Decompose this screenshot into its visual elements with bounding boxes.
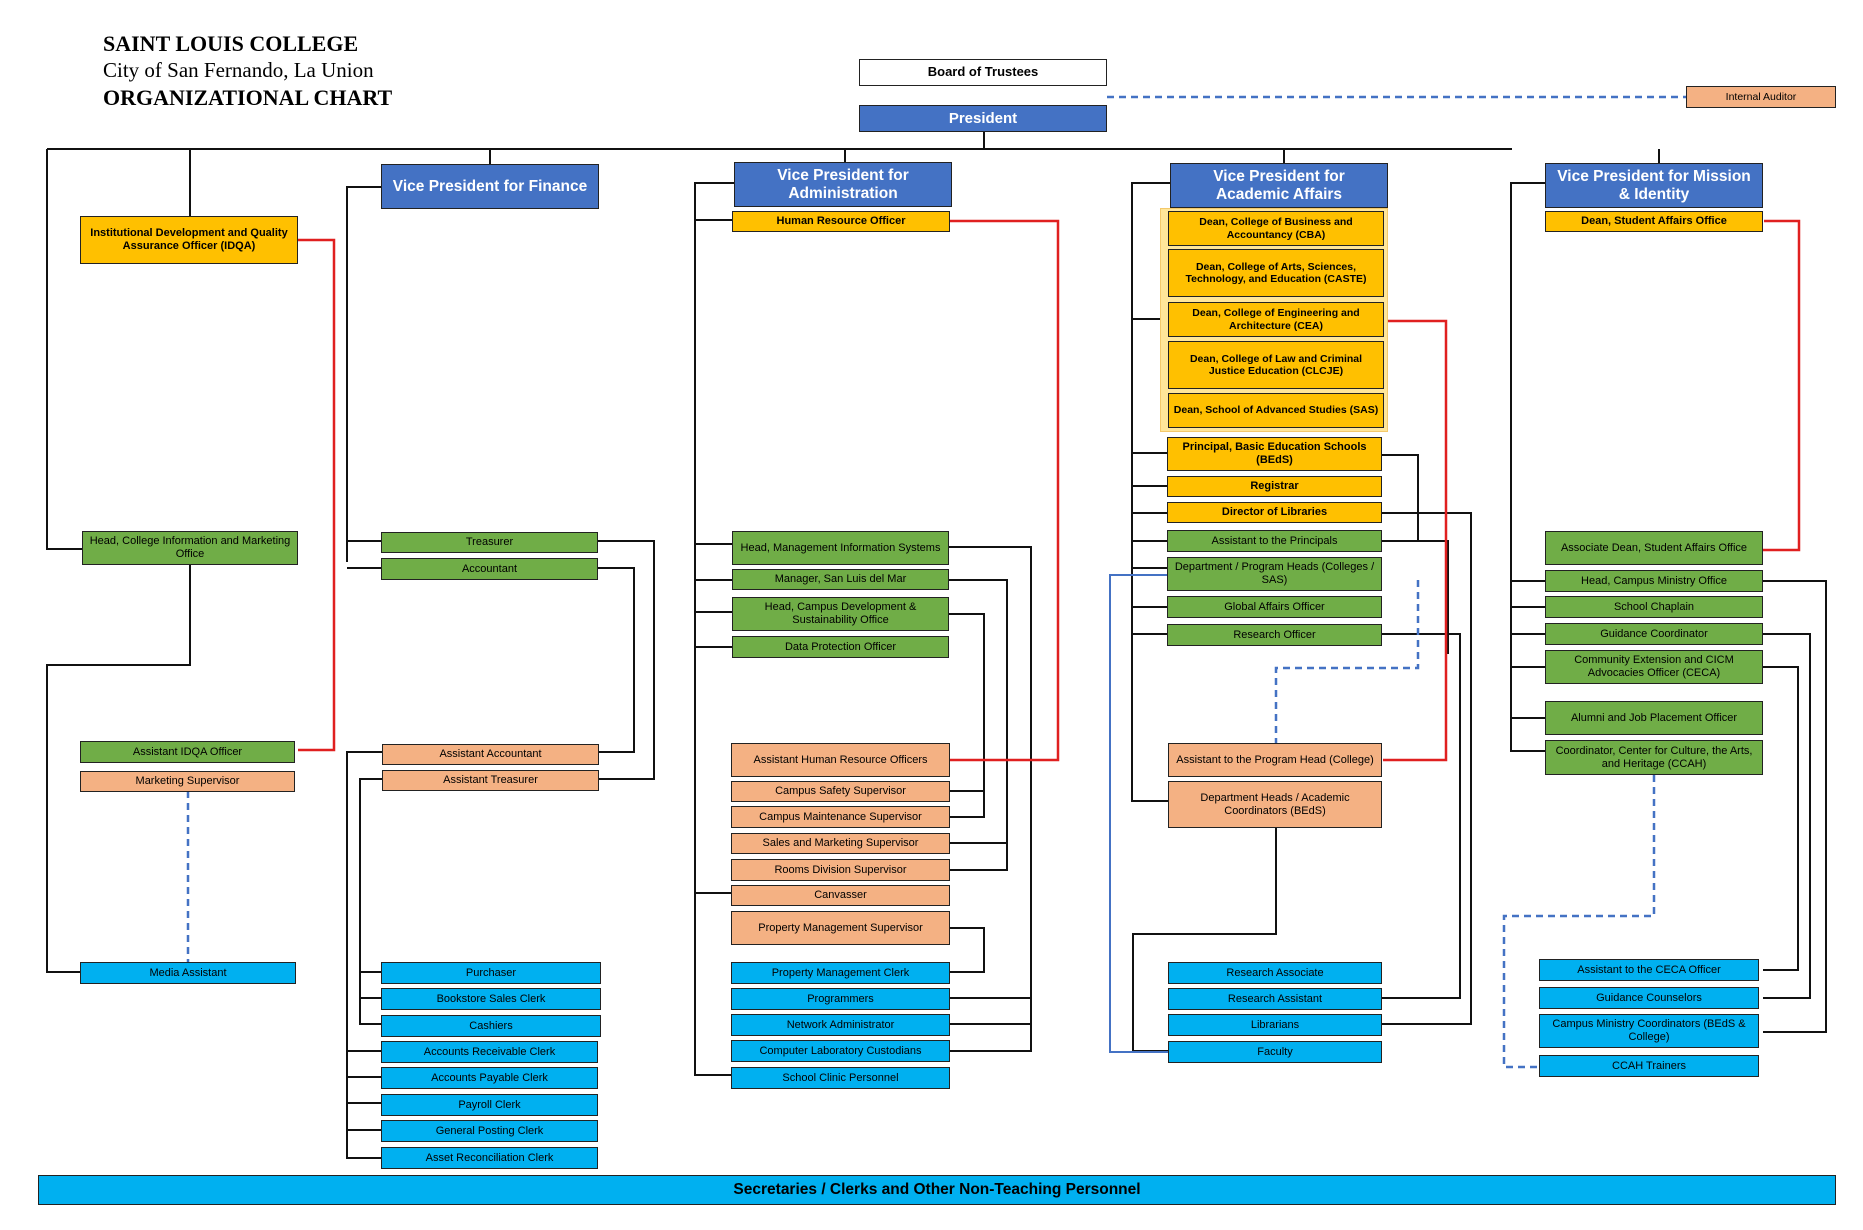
dean-box: Dean, College of Law and Criminal Justic… xyxy=(1168,341,1384,389)
admin-staff-box: Computer Laboratory Custodians xyxy=(731,1040,950,1062)
academic-assistant-box: Department Heads / Academic Coordinators… xyxy=(1168,781,1382,828)
chart-title: ORGANIZATIONAL CHART xyxy=(103,85,393,110)
finance-staff-box: Asset Reconciliation Clerk xyxy=(381,1147,598,1169)
academic-staff-box: Faculty xyxy=(1168,1041,1382,1063)
mission-head-box: Community Extension and CICM Advocacies … xyxy=(1545,650,1763,684)
academic-assistant-box: Assistant to the Program Head (College) xyxy=(1168,743,1382,777)
dean-box: Dean, College of Arts, Sciences, Technol… xyxy=(1168,249,1384,297)
admin-supervisor-box: Campus Maintenance Supervisor xyxy=(731,806,950,828)
mission-head-box: Associate Dean, Student Affairs Office xyxy=(1545,531,1763,565)
admin-staff-box: Network Administrator xyxy=(731,1014,950,1036)
admin-head-box: Head, Management Information Systems xyxy=(732,531,949,565)
footer-bar: Secretaries / Clerks and Other Non-Teach… xyxy=(38,1175,1836,1205)
mission-head-box: Guidance Coordinator xyxy=(1545,623,1763,645)
president-box: President xyxy=(859,105,1107,132)
finance-staff-box: Purchaser xyxy=(381,962,601,984)
board-of-trustees-box: Board of Trustees xyxy=(859,59,1107,86)
vp-finance-box: Vice President for Finance xyxy=(381,164,599,209)
mission-head-box: Alumni and Job Placement Officer xyxy=(1545,701,1763,735)
finance-staff-box: Bookstore Sales Clerk xyxy=(381,988,601,1010)
school-name: SAINT LOUIS COLLEGE xyxy=(103,31,359,56)
admin-supervisor-box: Canvasser xyxy=(731,885,950,906)
academic-officer-box: Registrar xyxy=(1167,476,1382,497)
mission-head-box: Coordinator, Center for Culture, the Art… xyxy=(1545,740,1763,775)
academic-officer-box: Principal, Basic Education Schools (BEdS… xyxy=(1167,437,1382,471)
mission-head-box: School Chaplain xyxy=(1545,596,1763,618)
admin-supervisor-box: Property Management Supervisor xyxy=(731,911,950,945)
mission-staff-box: CCAH Trainers xyxy=(1539,1055,1759,1077)
head-cimo-box: Head, College Information and Marketing … xyxy=(82,531,298,565)
academic-head-box: Research Officer xyxy=(1167,624,1382,646)
admin-staff-box: School Clinic Personnel xyxy=(731,1067,950,1089)
admin-head-box: Head, Campus Development & Sustainabilit… xyxy=(732,597,949,631)
marketing-supervisor-box: Marketing Supervisor xyxy=(80,771,295,792)
assistant-treasurer-box: Assistant Treasurer xyxy=(382,770,599,791)
finance-staff-box: Accounts Receivable Clerk xyxy=(381,1041,598,1063)
idqa-officer-box: Institutional Development and Quality As… xyxy=(80,216,298,264)
dean-box: Dean, College of Business and Accountanc… xyxy=(1168,211,1384,246)
admin-supervisor-box: Sales and Marketing Supervisor xyxy=(731,833,950,854)
finance-staff-box: Accounts Payable Clerk xyxy=(381,1067,598,1089)
mission-staff-box: Guidance Counselors xyxy=(1539,987,1759,1009)
dean-box: Dean, School of Advanced Studies (SAS) xyxy=(1168,393,1384,428)
academic-staff-box: Research Assistant xyxy=(1168,988,1382,1010)
finance-staff-box: Cashiers xyxy=(381,1015,601,1037)
admin-staff-box: Programmers xyxy=(731,988,950,1010)
academic-officer-box: Director of Libraries xyxy=(1167,502,1382,523)
finance-staff-box: Payroll Clerk xyxy=(381,1094,598,1116)
mission-staff-box: Assistant to the CECA Officer xyxy=(1539,959,1759,981)
mission-head-box: Head, Campus Ministry Office xyxy=(1545,570,1763,592)
dean-box: Dean, College of Engineering and Archite… xyxy=(1168,302,1384,337)
student-affairs-dean-box: Dean, Student Affairs Office xyxy=(1545,211,1763,232)
admin-head-box: Manager, San Luis del Mar xyxy=(732,569,949,590)
treasurer-box: Treasurer xyxy=(381,532,598,553)
admin-supervisor-box: Assistant Human Resource Officers xyxy=(731,743,950,777)
admin-supervisor-box: Campus Safety Supervisor xyxy=(731,781,950,802)
assistant-accountant-box: Assistant Accountant xyxy=(382,744,599,765)
admin-supervisor-box: Rooms Division Supervisor xyxy=(731,859,950,881)
academic-head-box: Assistant to the Principals xyxy=(1167,530,1382,552)
admin-head-box: Data Protection Officer xyxy=(732,636,949,658)
vp-administration-box: Vice President for Administration xyxy=(734,162,952,207)
academic-head-box: Global Affairs Officer xyxy=(1167,596,1382,618)
academic-head-box: Department / Program Heads (Colleges / S… xyxy=(1167,557,1382,591)
accountant-box: Accountant xyxy=(381,558,598,580)
vp-academic-box: Vice President for Academic Affairs xyxy=(1170,163,1388,208)
vp-mission-box: Vice President for Mission & Identity xyxy=(1545,163,1763,208)
media-assistant-box: Media Assistant xyxy=(80,962,296,984)
mission-staff-box: Campus Ministry Coordinators (BEdS & Col… xyxy=(1539,1014,1759,1048)
academic-staff-box: Librarians xyxy=(1168,1014,1382,1036)
hr-officer-box: Human Resource Officer xyxy=(732,211,950,232)
school-location: City of San Fernando, La Union xyxy=(103,58,374,82)
academic-staff-box: Research Associate xyxy=(1168,962,1382,984)
admin-staff-box: Property Management Clerk xyxy=(731,962,950,984)
finance-staff-box: General Posting Clerk xyxy=(381,1120,598,1142)
internal-auditor-box: Internal Auditor xyxy=(1686,86,1836,108)
assistant-idqa-box: Assistant IDQA Officer xyxy=(80,741,295,763)
